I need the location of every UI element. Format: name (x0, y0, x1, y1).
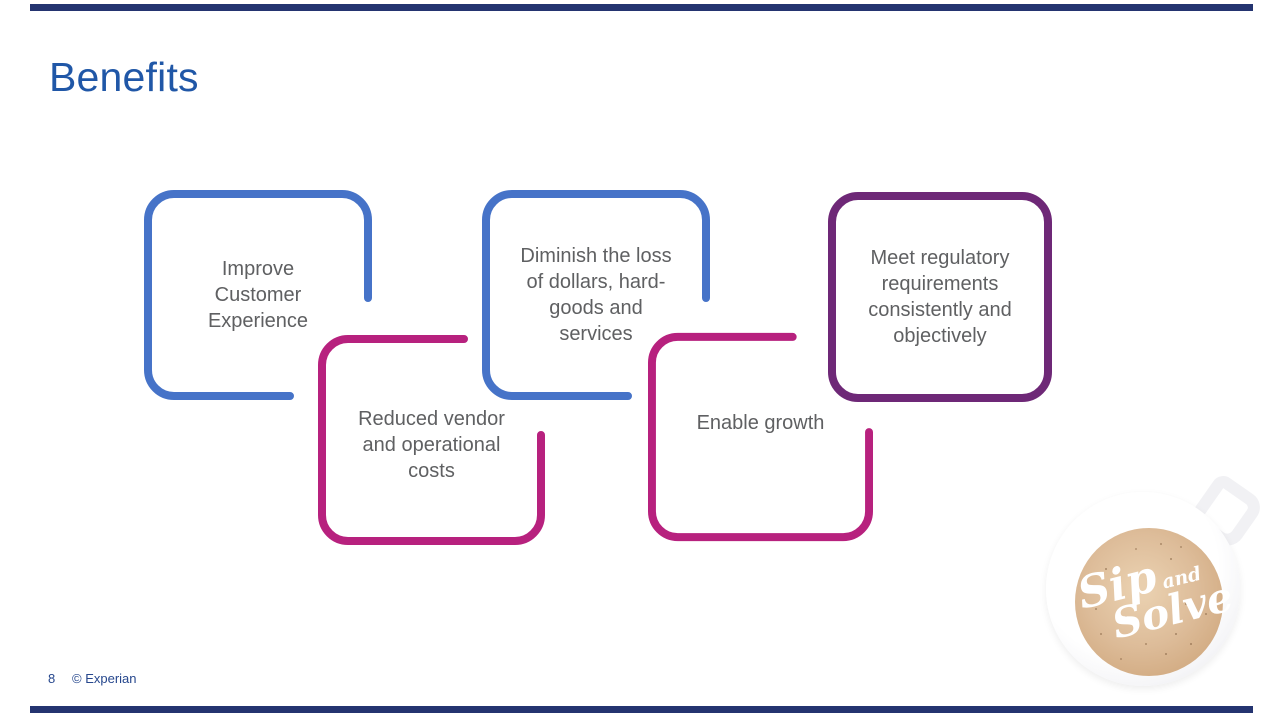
benefit-label: Improve Customer Experience (207, 258, 309, 332)
top-accent-bar (30, 4, 1253, 11)
benefit-box-reduced-costs: Reduced vendor and operational costs (318, 335, 545, 545)
benefit-label: Enable growth (696, 412, 825, 434)
coffee-foam: Sipand Solve (1073, 528, 1238, 676)
box-border-purple (828, 192, 1052, 402)
foam-speckles (1075, 528, 1077, 530)
benefit-label: Meet regulatory requirements consistentl… (868, 247, 1012, 347)
sip-and-solve-text: Sipand Solve (1073, 536, 1238, 654)
benefit-box-diminish-loss: Diminish the loss of dollars, hard- good… (482, 190, 710, 400)
box-border-blue (144, 190, 372, 400)
page-number: 8 (48, 671, 56, 686)
copyright: © Experian (72, 671, 137, 686)
box-border-pink (648, 332, 873, 542)
box-border-pink (318, 335, 545, 545)
benefit-label: Reduced vendor and operational costs (358, 408, 505, 482)
benefit-label: Diminish the loss of dollars, hard- good… (520, 245, 672, 345)
benefit-box-improve-customer-experience: Improve Customer Experience (144, 190, 372, 400)
bottom-accent-bar (30, 706, 1253, 713)
sip-and-solve-logo: Sipand Solve (1040, 471, 1267, 695)
box-border-blue (482, 190, 710, 400)
page-title: Benefits (49, 54, 199, 100)
coffee-cup: Sipand Solve (1046, 492, 1240, 686)
benefit-box-meet-regulatory: Meet regulatory requirements consistentl… (828, 192, 1052, 402)
benefit-box-enable-growth: Enable growth (648, 332, 873, 542)
